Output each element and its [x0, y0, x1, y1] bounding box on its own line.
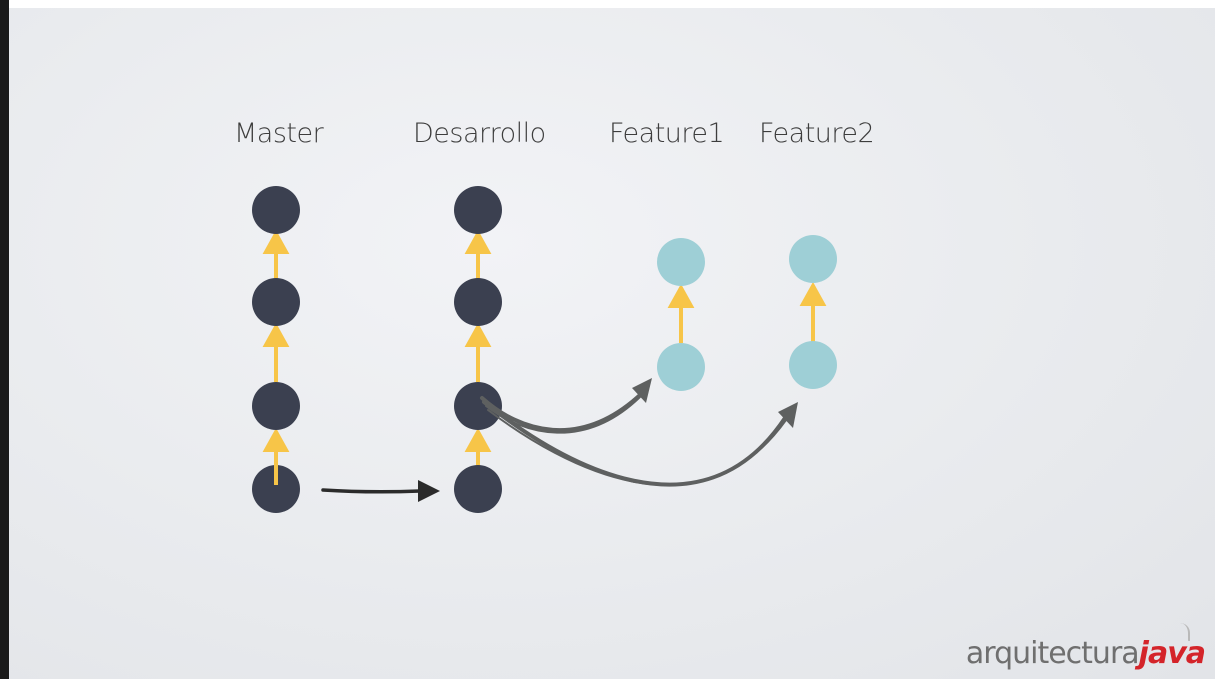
logo-steam-icon [1180, 623, 1190, 641]
desarrollo-commit-1 [454, 465, 502, 513]
desarrollo-to-feature2-arrow [482, 400, 798, 487]
master-commits [252, 186, 300, 513]
feature2-commit-2 [789, 235, 837, 283]
master-commit-4 [252, 186, 300, 234]
master-commit-3 [252, 278, 300, 326]
feature1-commit-1 [657, 343, 705, 391]
logo-text-arquitectura: arquitectura [965, 636, 1140, 671]
feature1-commit-2 [657, 238, 705, 286]
desarrollo-commit-3 [454, 278, 502, 326]
master-commit-1 [252, 465, 300, 513]
feature-commit-arrows [667, 281, 827, 343]
desarrollo-commit-4 [454, 186, 502, 234]
feature1-commits [657, 238, 705, 391]
label-desarrollo: Desarrollo [413, 118, 546, 149]
desarrollo-commit-arrows [464, 229, 492, 466]
desarrollo-commit-2 [454, 382, 502, 430]
slide-background [9, 8, 1215, 679]
master-commit-arrows [262, 229, 290, 485]
feature2-commit-1 [789, 341, 837, 389]
label-master: Master [234, 118, 324, 149]
label-feature1: Feature1 [609, 118, 725, 149]
label-feature2: Feature2 [759, 118, 875, 149]
feature2-commits [789, 235, 837, 389]
master-to-desarrollo-arrow [321, 480, 440, 502]
master-commit-2 [252, 382, 300, 430]
desarrollo-commits [454, 186, 502, 513]
arquitecturajava-logo: arquitecturajava [965, 636, 1206, 671]
logo-text-java: java [1138, 636, 1206, 671]
left-border [0, 0, 9, 679]
